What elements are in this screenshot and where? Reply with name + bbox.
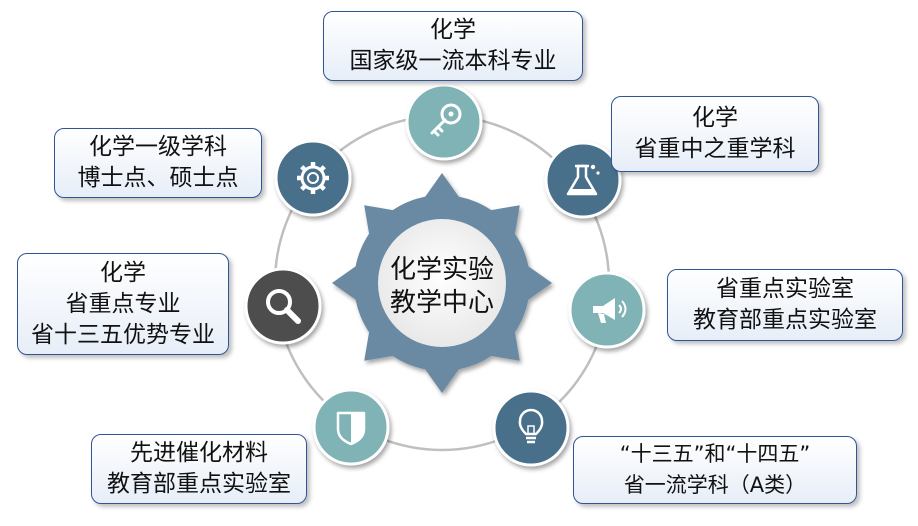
- node-key: [405, 83, 483, 161]
- node-lightbulb: [492, 389, 570, 467]
- label-line: 博士点、硕士点: [77, 165, 239, 191]
- node-search: [244, 267, 322, 345]
- label-box-first-class-discipline: “十三五”和“十四五” 省一流学科（A类）: [573, 436, 857, 504]
- label-line: 省重中之重学科: [634, 136, 796, 162]
- node-circle: [244, 267, 322, 345]
- label-line: 教育部重点实验室: [693, 307, 877, 333]
- label-box-key-major: 化学 省重点专业 省十三五优势专业: [17, 253, 229, 355]
- megaphone-icon: [593, 298, 627, 323]
- label-line: 省重点实验室: [716, 276, 854, 302]
- label-line: 省一流学科（A类）: [623, 473, 807, 497]
- key-icon: [430, 103, 462, 137]
- lightbulb-icon: [518, 408, 544, 444]
- label-line: 省十三五优势专业: [31, 321, 215, 348]
- label-line: 教育部重点实验室: [107, 471, 291, 497]
- node-flask: [544, 141, 622, 219]
- label-line: 化学一级学科: [89, 134, 227, 160]
- center-label: 化学实验 教学中心: [374, 254, 510, 320]
- node-circle: [544, 141, 622, 219]
- center-label-line1: 化学实验: [389, 255, 494, 285]
- label-line: 化学: [430, 17, 476, 43]
- gear-icon: [297, 162, 329, 194]
- flask-icon: [566, 164, 600, 196]
- label-line: 化学: [692, 105, 738, 131]
- center-disc: [378, 219, 506, 347]
- label-line: “十三五”和“十四五”: [619, 442, 811, 466]
- node-gear: [274, 139, 352, 217]
- shield-icon: [336, 411, 366, 446]
- center-label-line2: 教学中心: [389, 288, 494, 318]
- node-circle: [274, 139, 352, 217]
- search-icon: [266, 289, 301, 324]
- label-box-key-discipline: 化学 省重中之重学科: [611, 96, 819, 172]
- label-box-key-laboratory: 省重点实验室 教育部重点实验室: [667, 269, 903, 341]
- node-shield: [312, 388, 390, 466]
- label-box-first-class-major: 化学 国家级一流本科专业: [323, 11, 583, 81]
- label-line: 化学: [100, 259, 146, 286]
- label-line: 省重点专业: [65, 290, 181, 317]
- label-line: 先进催化材料: [130, 440, 268, 466]
- label-box-catalysis-lab: 先进催化材料 教育部重点实验室: [91, 434, 307, 504]
- label-line: 国家级一流本科专业: [349, 48, 557, 74]
- label-box-doctoral-program: 化学一级学科 博士点、硕士点: [54, 128, 262, 198]
- node-circle: [492, 389, 570, 467]
- node-megaphone: [568, 271, 646, 349]
